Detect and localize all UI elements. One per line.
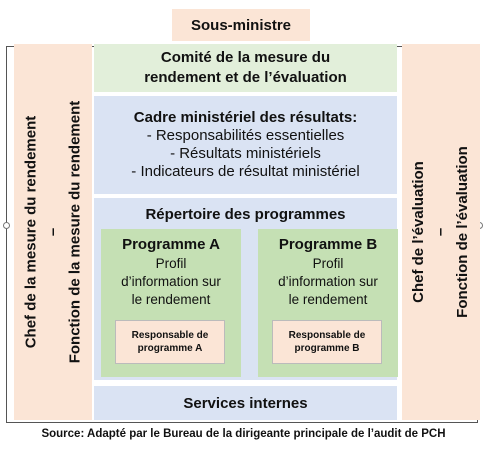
right-panel-line1: Chef de l’évaluation — [410, 161, 427, 303]
right-panel-line2: Fonction de l’évaluation — [454, 146, 471, 318]
program-a-desc-line: Profil — [155, 256, 187, 271]
resize-handle-left[interactable] — [3, 222, 10, 229]
services-internes-label: Services internes — [183, 394, 308, 412]
source-caption: Source: Adapté par le Bureau de la dirig… — [41, 428, 446, 440]
cadre-box: Cadre ministériel des résultats: - Respo… — [94, 96, 397, 194]
services-internes-box: Services internes — [94, 386, 397, 420]
left-panel-text: Chef de la mesure du rendement – Fonctio… — [20, 101, 86, 364]
cadre-item: - Responsabilités essentielles — [146, 127, 345, 144]
program-a-desc-line: le rendement — [131, 292, 211, 307]
program-b-description: Profil d’information sur le rendement — [278, 255, 378, 309]
left-panel-line2: Fonction de la mesure du rendement — [66, 100, 84, 364]
cadre-title: Cadre ministériel des résultats: — [133, 109, 358, 126]
left-panel-dash: – — [44, 227, 62, 237]
responsable-b-line: Responsable de — [288, 330, 366, 341]
comite-line1: Comité de la mesure du — [160, 49, 331, 66]
program-b-title: Programme B — [278, 236, 378, 253]
program-b-responsable: Responsable de programme B — [272, 320, 382, 364]
program-b-desc-line: d’information sur — [278, 274, 378, 289]
program-a-desc-line: d’information sur — [121, 274, 221, 289]
sous-ministre-box: Sous-ministre — [172, 9, 310, 41]
cadre-item: - Indicateurs de résultat ministériel — [131, 163, 360, 180]
right-panel: Chef de l’évaluation – Fonction de l’éva… — [402, 44, 480, 420]
comite-box: Comité de la mesure du rendement et de l… — [94, 44, 397, 92]
responsable-a-line: programme A — [137, 343, 203, 354]
right-panel-dash: – — [432, 227, 449, 237]
program-a-box: Programme A Profil d’information sur le … — [101, 229, 241, 377]
responsable-a-line: Responsable de — [131, 330, 209, 341]
program-a-title: Programme A — [122, 236, 220, 253]
program-b-box: Programme B Profil d’information sur le … — [258, 229, 398, 377]
program-a-responsable: Responsable de programme A — [115, 320, 225, 364]
program-a-description: Profil d’information sur le rendement — [121, 255, 221, 309]
comite-line2: rendement et de l’évaluation — [144, 69, 347, 86]
responsable-b-line: programme B — [294, 343, 360, 354]
repertoire-title: Répertoire des programmes — [145, 206, 346, 223]
right-panel-text: Chef de l’évaluation – Fonction de l’éva… — [408, 146, 474, 318]
program-b-desc-line: le rendement — [288, 292, 368, 307]
left-panel: Chef de la mesure du rendement – Fonctio… — [14, 44, 92, 420]
cadre-item: - Résultats ministériels — [170, 145, 321, 162]
sous-ministre-label: Sous-ministre — [190, 16, 292, 34]
left-panel-line1: Chef de la mesure du rendement — [22, 115, 40, 349]
program-b-desc-line: Profil — [312, 256, 344, 271]
